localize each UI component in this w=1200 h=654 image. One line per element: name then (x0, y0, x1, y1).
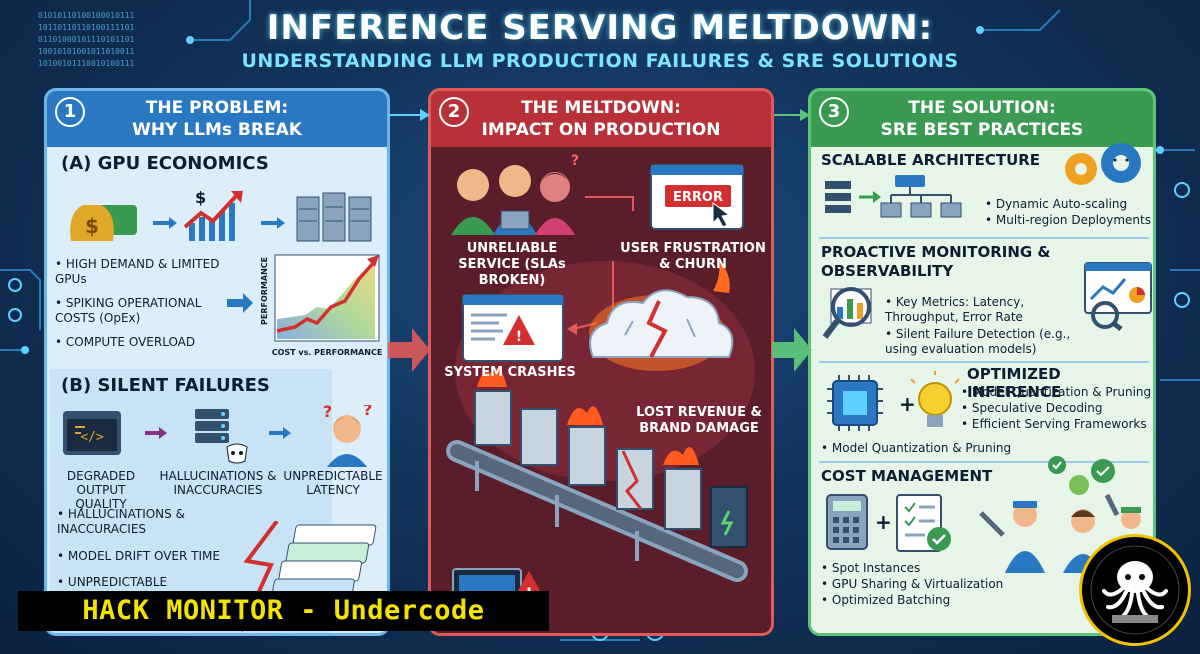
meltdown-header: 2 THE MELTDOWN: IMPACT ON PRODUCTION (431, 91, 771, 147)
calculator-checklist-icon: + (826, 494, 951, 552)
burning-servers-icon (446, 368, 748, 582)
confused-person-icon: ? ? (323, 405, 372, 467)
problem-title-line1: THE PROBLEM: (145, 98, 289, 118)
scalable-bullet: Multi-region Deployments (985, 213, 1153, 228)
solution-title-line1: THE SOLUTION: (908, 98, 1056, 118)
gears-icon (1065, 143, 1141, 185)
revenue-caption: LOST REVENUE & BRAND DAMAGE (636, 405, 762, 436)
cracked-cloud-icon (589, 257, 734, 371)
arrow-right-icon (227, 293, 253, 313)
magnifier-chart-icon (822, 287, 872, 339)
solution-number: 3 (819, 97, 849, 127)
scalable-architecture-icon (825, 175, 962, 218)
optimized-extra-bullet: Model Quantization & Pruning (821, 441, 1061, 456)
solution-header: 3 THE SOLUTION: SRE BEST PRACTICES (811, 91, 1153, 147)
chart-ylabel: PERFORMANCE (260, 257, 269, 325)
error-window-icon: ERROR (650, 164, 744, 230)
hack-monitor-banner: HACK MONITOR - Undercode (18, 591, 549, 631)
svg-text:</>: </> (80, 430, 104, 445)
binary-line: 10110110110100111101 (38, 23, 135, 32)
octopus-logo (1079, 534, 1191, 646)
gpu-server-rack-icon (296, 192, 372, 242)
rising-cost-icon: $ (183, 188, 243, 241)
meltdown-title-line2: IMPACT ON PRODUCTION (481, 120, 721, 140)
error-label: ERROR (673, 190, 723, 205)
crashes-caption: SYSTEM CRASHES (444, 365, 576, 380)
silent-caption: DEGRADED OUTPUT QUALITY (66, 469, 136, 511)
dashboard-icon (1084, 262, 1152, 331)
money-bag-icon: $ (70, 205, 137, 241)
gpu-economics-icons: $ $ (70, 188, 372, 242)
problem-title: THE PROBLEM: WHY LLMs BREAK (47, 97, 387, 141)
unreliable-caption: UNRELIABLE SERVICE (SLAs BROKEN) (458, 241, 566, 288)
problem-title-line2: WHY LLMs BREAK (132, 120, 302, 140)
cost-bullet: Spot Instances (821, 561, 1061, 576)
monitoring-heading: PROACTIVE MONITORING & OBSERVABILITY (821, 243, 1051, 280)
silent-bullet: UNPREDICTABLE (57, 575, 257, 590)
cost-heading: COST MANAGEMENT (821, 467, 993, 485)
silent-bullet: MODEL DRIFT OVER TIME (57, 549, 257, 564)
octopus-icon (1090, 545, 1180, 635)
meltdown-title: THE MELTDOWN: IMPACT ON PRODUCTION (431, 97, 771, 141)
cost-bullet: GPU Sharing & Virtualization (821, 577, 1061, 592)
optimized-bullet: Efficient Serving Frameworks (961, 417, 1153, 432)
silent-bullet: HALLUCINATIONS & INACCURACIES (57, 507, 237, 537)
problem-number: 1 (55, 97, 85, 127)
binary-line: 10100101110010100111 (38, 59, 135, 68)
meltdown-title-line1: THE MELTDOWN: (521, 98, 681, 118)
arrow-top-connector-icon (774, 109, 810, 121)
optimized-bullet: Speculative Decoding (961, 401, 1153, 416)
optimized-bullet: Model Quantization & Pruning (961, 385, 1153, 400)
arrow-meltdown-to-solution-icon (772, 328, 812, 372)
silent-failures-heading: (B) SILENT FAILURES (61, 375, 270, 396)
silent-failures-icons: </> ? ? (63, 405, 372, 467)
problem-header: 1 THE PROBLEM: WHY LLMs BREAK (47, 91, 387, 147)
solution-panel: 3 THE SOLUTION: SRE BEST PRACTICES SCALA… (808, 88, 1156, 636)
arrow-problem-to-meltdown-icon (388, 328, 430, 372)
binary-line: 01010110100100010111 (38, 11, 135, 20)
svg-text:$: $ (85, 214, 99, 238)
binary-line: 10010101001011010011 (38, 47, 135, 56)
problem-panel: 1 THE PROBLEM: WHY LLMs BREAK (A) GPU EC… (44, 88, 390, 636)
gpu-economics-heading: (A) GPU ECONOMICS (61, 153, 269, 174)
hallucination-server-icon (195, 409, 248, 464)
svg-text:?: ? (363, 405, 372, 419)
meltdown-illustration: ? ERROR ! (441, 153, 755, 621)
meltdown-number: 2 (439, 97, 469, 127)
frustrated-users-icon: ? (451, 153, 579, 235)
monitoring-bullet: Silent Failure Detection (e.g., using ev… (885, 327, 1081, 357)
section-divider (819, 361, 1149, 363)
page-title: INFERENCE SERVING MELTDOWN: (266, 8, 934, 48)
solution-title: THE SOLUTION: SRE BEST PRACTICES (811, 97, 1153, 141)
chart-xlabel: COST vs. PERFORMANCE (272, 348, 383, 357)
page-subtitle: UNDERSTANDING LLM PRODUCTION FAILURES & … (241, 50, 959, 72)
svg-text:+: + (899, 392, 916, 416)
chip-lightbulb-icon: + (827, 371, 960, 431)
scalable-bullet: Dynamic Auto-scaling (985, 197, 1153, 212)
svg-text:+: + (875, 510, 892, 534)
svg-text:!: ! (516, 329, 522, 345)
svg-text:$: $ (195, 188, 206, 207)
cost-bullet: Optimized Batching (821, 593, 1061, 608)
silent-caption: HALLUCINATIONS & INACCURACIES (159, 469, 277, 497)
gpu-bullet: HIGH DEMAND & LIMITED GPUs (55, 257, 225, 287)
crash-window-icon: ! (462, 294, 564, 362)
arrow-top-connector-icon (390, 109, 430, 121)
monitoring-bullet: Key Metrics: Latency, Throughput, Error … (885, 295, 1081, 325)
binary-line: 01101000101110101101 (38, 35, 135, 44)
gpu-bullet: COMPUTE OVERLOAD (55, 335, 225, 350)
degraded-code-icon: </> (63, 411, 121, 455)
silent-caption: UNPREDICTABLE LATENCY (283, 469, 383, 497)
gpu-bullet: SPIKING OPERATIONAL COSTS (OpEx) (55, 296, 225, 326)
cost-performance-chart: PERFORMANCE COST vs. PERFORMANCE (260, 254, 383, 357)
scalable-heading: SCALABLE ARCHITECTURE (821, 151, 1041, 169)
frustration-caption: USER FRUSTRATION & CHURN (620, 241, 766, 272)
meltdown-panel: 2 THE MELTDOWN: IMPACT ON PRODUCTION ? E… (428, 88, 774, 636)
svg-text:?: ? (323, 405, 332, 421)
section-divider (819, 461, 1149, 463)
svg-text:?: ? (571, 153, 579, 169)
solution-title-line2: SRE BEST PRACTICES (880, 120, 1084, 140)
section-divider (819, 237, 1149, 239)
